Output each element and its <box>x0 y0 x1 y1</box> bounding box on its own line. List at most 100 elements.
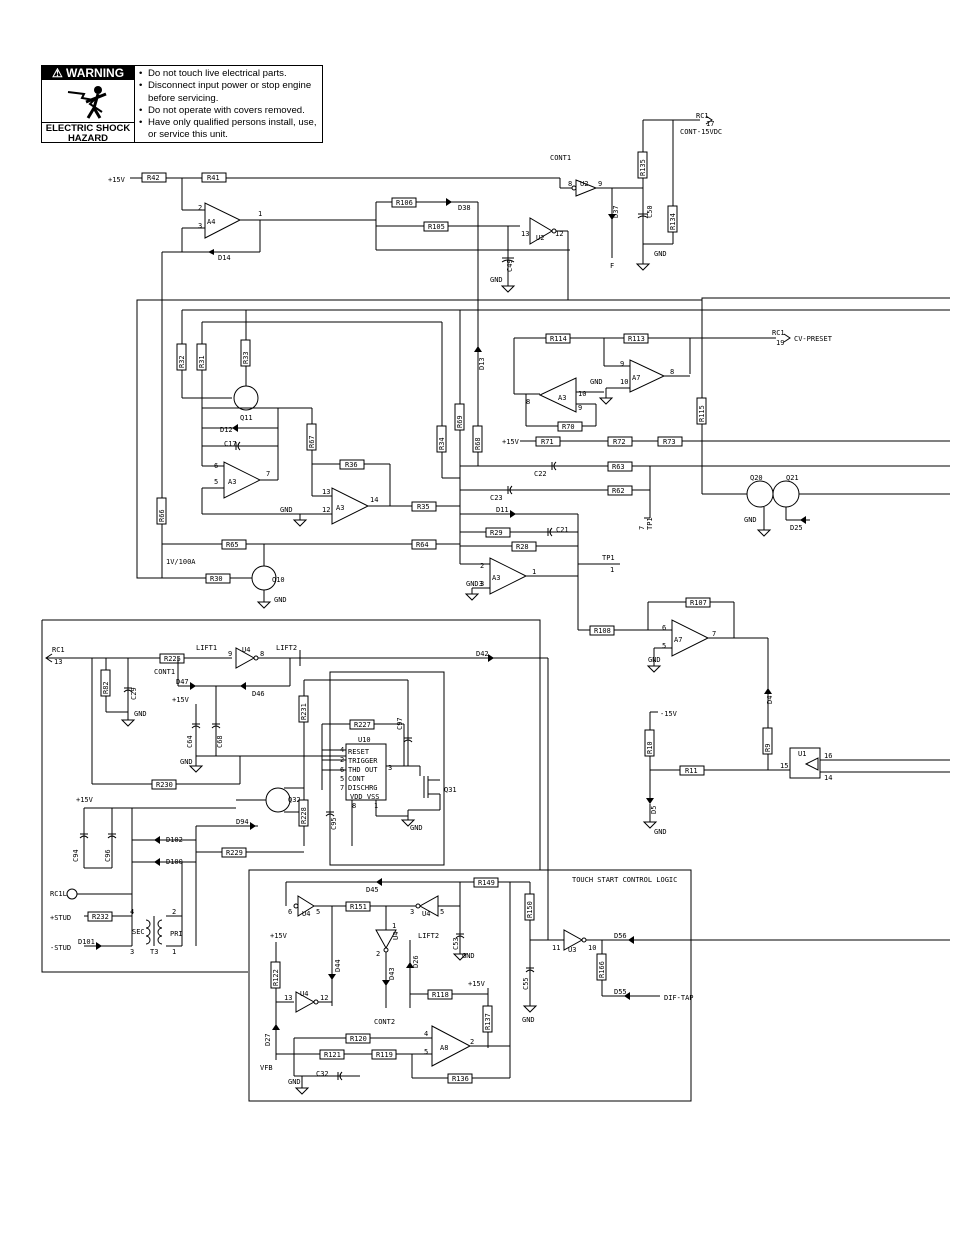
diode-label: D102 <box>166 836 183 844</box>
resistor-label: R135 <box>639 159 647 176</box>
ic-label: U4 <box>242 646 250 654</box>
diode-label: D37 <box>612 205 620 218</box>
pin-label: 8 <box>670 368 674 376</box>
opamp-a7b <box>629 359 666 393</box>
gnd-label: GND <box>654 828 667 836</box>
diode-d46 <box>240 682 246 690</box>
resistor-label: R136 <box>452 1075 469 1083</box>
resistor-label: R70 <box>562 423 575 431</box>
diode-label: D46 <box>252 690 265 698</box>
resistor-label: R229 <box>226 849 243 857</box>
pin-label: 12 <box>555 230 563 238</box>
opamp-a4 <box>204 202 242 239</box>
tp1-label: TP1 <box>646 517 654 530</box>
pin-label: 7 <box>712 630 716 638</box>
transistor-label: Q21 <box>786 474 799 482</box>
transistor-label: Q31 <box>444 786 457 794</box>
gnd-label: GND <box>180 758 193 766</box>
ic-label: U2 <box>580 180 588 188</box>
pin-label: 13 <box>284 994 292 1002</box>
resistor <box>596 953 607 981</box>
capacitor-label: C23 <box>490 494 503 502</box>
ic-pin-cont: CONT <box>348 775 366 783</box>
plus15v-label: +15V <box>468 980 486 988</box>
resistor <box>657 436 683 447</box>
resistor <box>371 1049 397 1060</box>
resistor <box>100 669 111 697</box>
cont2-label: CONT2 <box>374 1018 395 1026</box>
pin19-label: 19 <box>776 339 784 347</box>
resistor-label: R166 <box>598 961 606 978</box>
resistor-label: R150 <box>526 901 534 918</box>
diode-d12 <box>232 424 238 432</box>
touch-start-label: TOUCH START CONTROL LOGIC <box>572 876 677 884</box>
diode-d94 <box>250 822 256 830</box>
rc1-13-label: RC1 <box>52 646 65 654</box>
resistor-label: R30 <box>210 575 223 583</box>
resistor-label: R106 <box>396 199 413 207</box>
ic-pin-reset: RESET <box>348 748 370 756</box>
diode-d38 <box>446 198 452 206</box>
stud-plus-label: +STUD <box>50 914 71 922</box>
gnd-label: GND <box>590 378 603 386</box>
resistor-label: R227 <box>354 721 371 729</box>
plus15v-label: +15V <box>172 696 190 704</box>
t3-label: T3 <box>150 948 158 956</box>
capacitor-label: C55 <box>522 977 530 990</box>
resistor <box>482 1005 493 1033</box>
pin-label: 5 <box>214 478 218 486</box>
pin-label: 9 <box>598 180 602 188</box>
transistor-label: Q10 <box>272 576 285 584</box>
gnd-label: GND <box>522 1016 535 1024</box>
gnd-label: GND <box>410 824 423 832</box>
pin-label: 14 <box>824 774 832 782</box>
pin-label: 3 <box>198 222 202 230</box>
resistor-label: R230 <box>156 781 173 789</box>
transistor-label: Q32 <box>288 796 301 804</box>
ic-label: A7 <box>674 636 682 644</box>
pin7-label: 7 <box>638 526 646 530</box>
resistor-label: R151 <box>350 903 367 911</box>
touch-start-box <box>248 869 692 1102</box>
gnd-label: GND <box>744 516 757 524</box>
diode-d101 <box>96 942 102 950</box>
transistor-q11 <box>233 385 259 411</box>
pin-label: 9 <box>228 650 232 658</box>
resistor-label: R232 <box>92 913 109 921</box>
ground-symbol <box>120 719 136 727</box>
resistor-label: R28 <box>516 543 529 551</box>
resistor <box>545 333 571 344</box>
resistor-label: R9 <box>764 744 772 752</box>
diode-d26 <box>406 962 414 968</box>
inverter-u3 <box>563 929 584 951</box>
diode-d11 <box>510 510 516 518</box>
diode-d27 <box>272 1024 280 1030</box>
diode-d43 <box>382 980 390 986</box>
resistor-label: R66 <box>158 509 166 522</box>
pin-label: 9 <box>620 360 624 368</box>
lift-section-boundary <box>42 619 541 870</box>
tp1-label: TP1 <box>602 554 615 562</box>
pin-label: 12 <box>322 506 330 514</box>
capacitor-label: C49 <box>506 259 514 272</box>
resistor <box>644 729 655 757</box>
resistor <box>679 765 705 776</box>
pin-label: 13 <box>521 230 529 238</box>
ic-label: U10 <box>358 736 371 744</box>
pri-label: PRI <box>170 930 183 938</box>
resistor <box>221 539 247 550</box>
warning-item: Disconnect input power or stop engine be… <box>139 80 323 105</box>
timer-ic-u10 <box>345 743 387 801</box>
resistor <box>473 877 499 888</box>
capacitor-label: C17 <box>224 440 237 448</box>
resistor-label: R134 <box>669 213 677 230</box>
diode-d37 <box>608 214 616 220</box>
diode-label: D26 <box>412 955 420 968</box>
resistor <box>411 539 437 550</box>
resistor <box>485 527 511 538</box>
diode-d100 <box>154 858 160 866</box>
resistor-label: R63 <box>612 463 625 471</box>
resistor-label: R105 <box>428 223 445 231</box>
resistor <box>240 339 251 367</box>
inverter-u2b <box>529 217 553 245</box>
